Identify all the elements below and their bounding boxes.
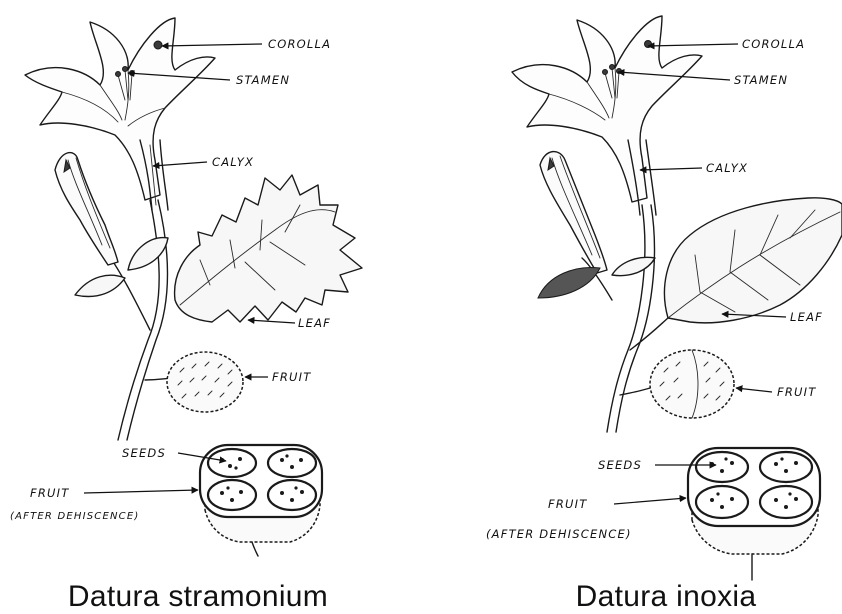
- left-fruit: [167, 352, 243, 412]
- left-bud: [55, 153, 118, 265]
- right-label-fruit: FRUIT: [777, 385, 816, 399]
- right-label-dehiscence-note: (AFTER DEHISCENCE): [486, 527, 632, 541]
- right-dehisced-fruit: [688, 448, 820, 580]
- right-label-corolla: COROLLA: [742, 37, 805, 51]
- right-label-leaf: LEAF: [790, 310, 823, 324]
- left-label-fruit-dehisced: FRUIT: [30, 486, 69, 500]
- right-label-stamen: STAMEN: [734, 73, 788, 87]
- right-fruit: [650, 350, 734, 418]
- right-small-leaf-2: [612, 257, 655, 275]
- left-label-corolla: COROLLA: [268, 37, 331, 51]
- left-label-fruit: FRUIT: [272, 370, 311, 384]
- right-small-leaf-1: [538, 267, 600, 298]
- left-flower: [25, 18, 215, 210]
- right-bud: [540, 152, 607, 273]
- left-label-stamen: STAMEN: [236, 73, 290, 87]
- left-dehisced-fruit: [200, 445, 322, 556]
- left-label-calyx: CALYX: [212, 155, 254, 169]
- right-label-fruit-dehisced: FRUIT: [548, 497, 587, 511]
- left-label-dehiscence-note: (AFTER DEHISCENCE): [10, 511, 139, 522]
- left-label-seeds: SEEDS: [122, 446, 166, 460]
- right-large-leaf: [664, 198, 842, 323]
- right-species-caption: Datura inoxia: [576, 580, 757, 613]
- right-label-calyx: CALYX: [706, 161, 748, 175]
- left-label-leaf: LEAF: [298, 316, 331, 330]
- right-label-seeds: SEEDS: [598, 458, 642, 472]
- left-small-leaf-1: [75, 275, 125, 296]
- left-species-caption: Datura stramonium: [68, 580, 328, 613]
- left-small-leaf-2: [128, 238, 168, 270]
- left-large-leaf: [175, 175, 362, 322]
- left-plant-drawing: [25, 18, 362, 556]
- right-plant-drawing: [512, 16, 842, 580]
